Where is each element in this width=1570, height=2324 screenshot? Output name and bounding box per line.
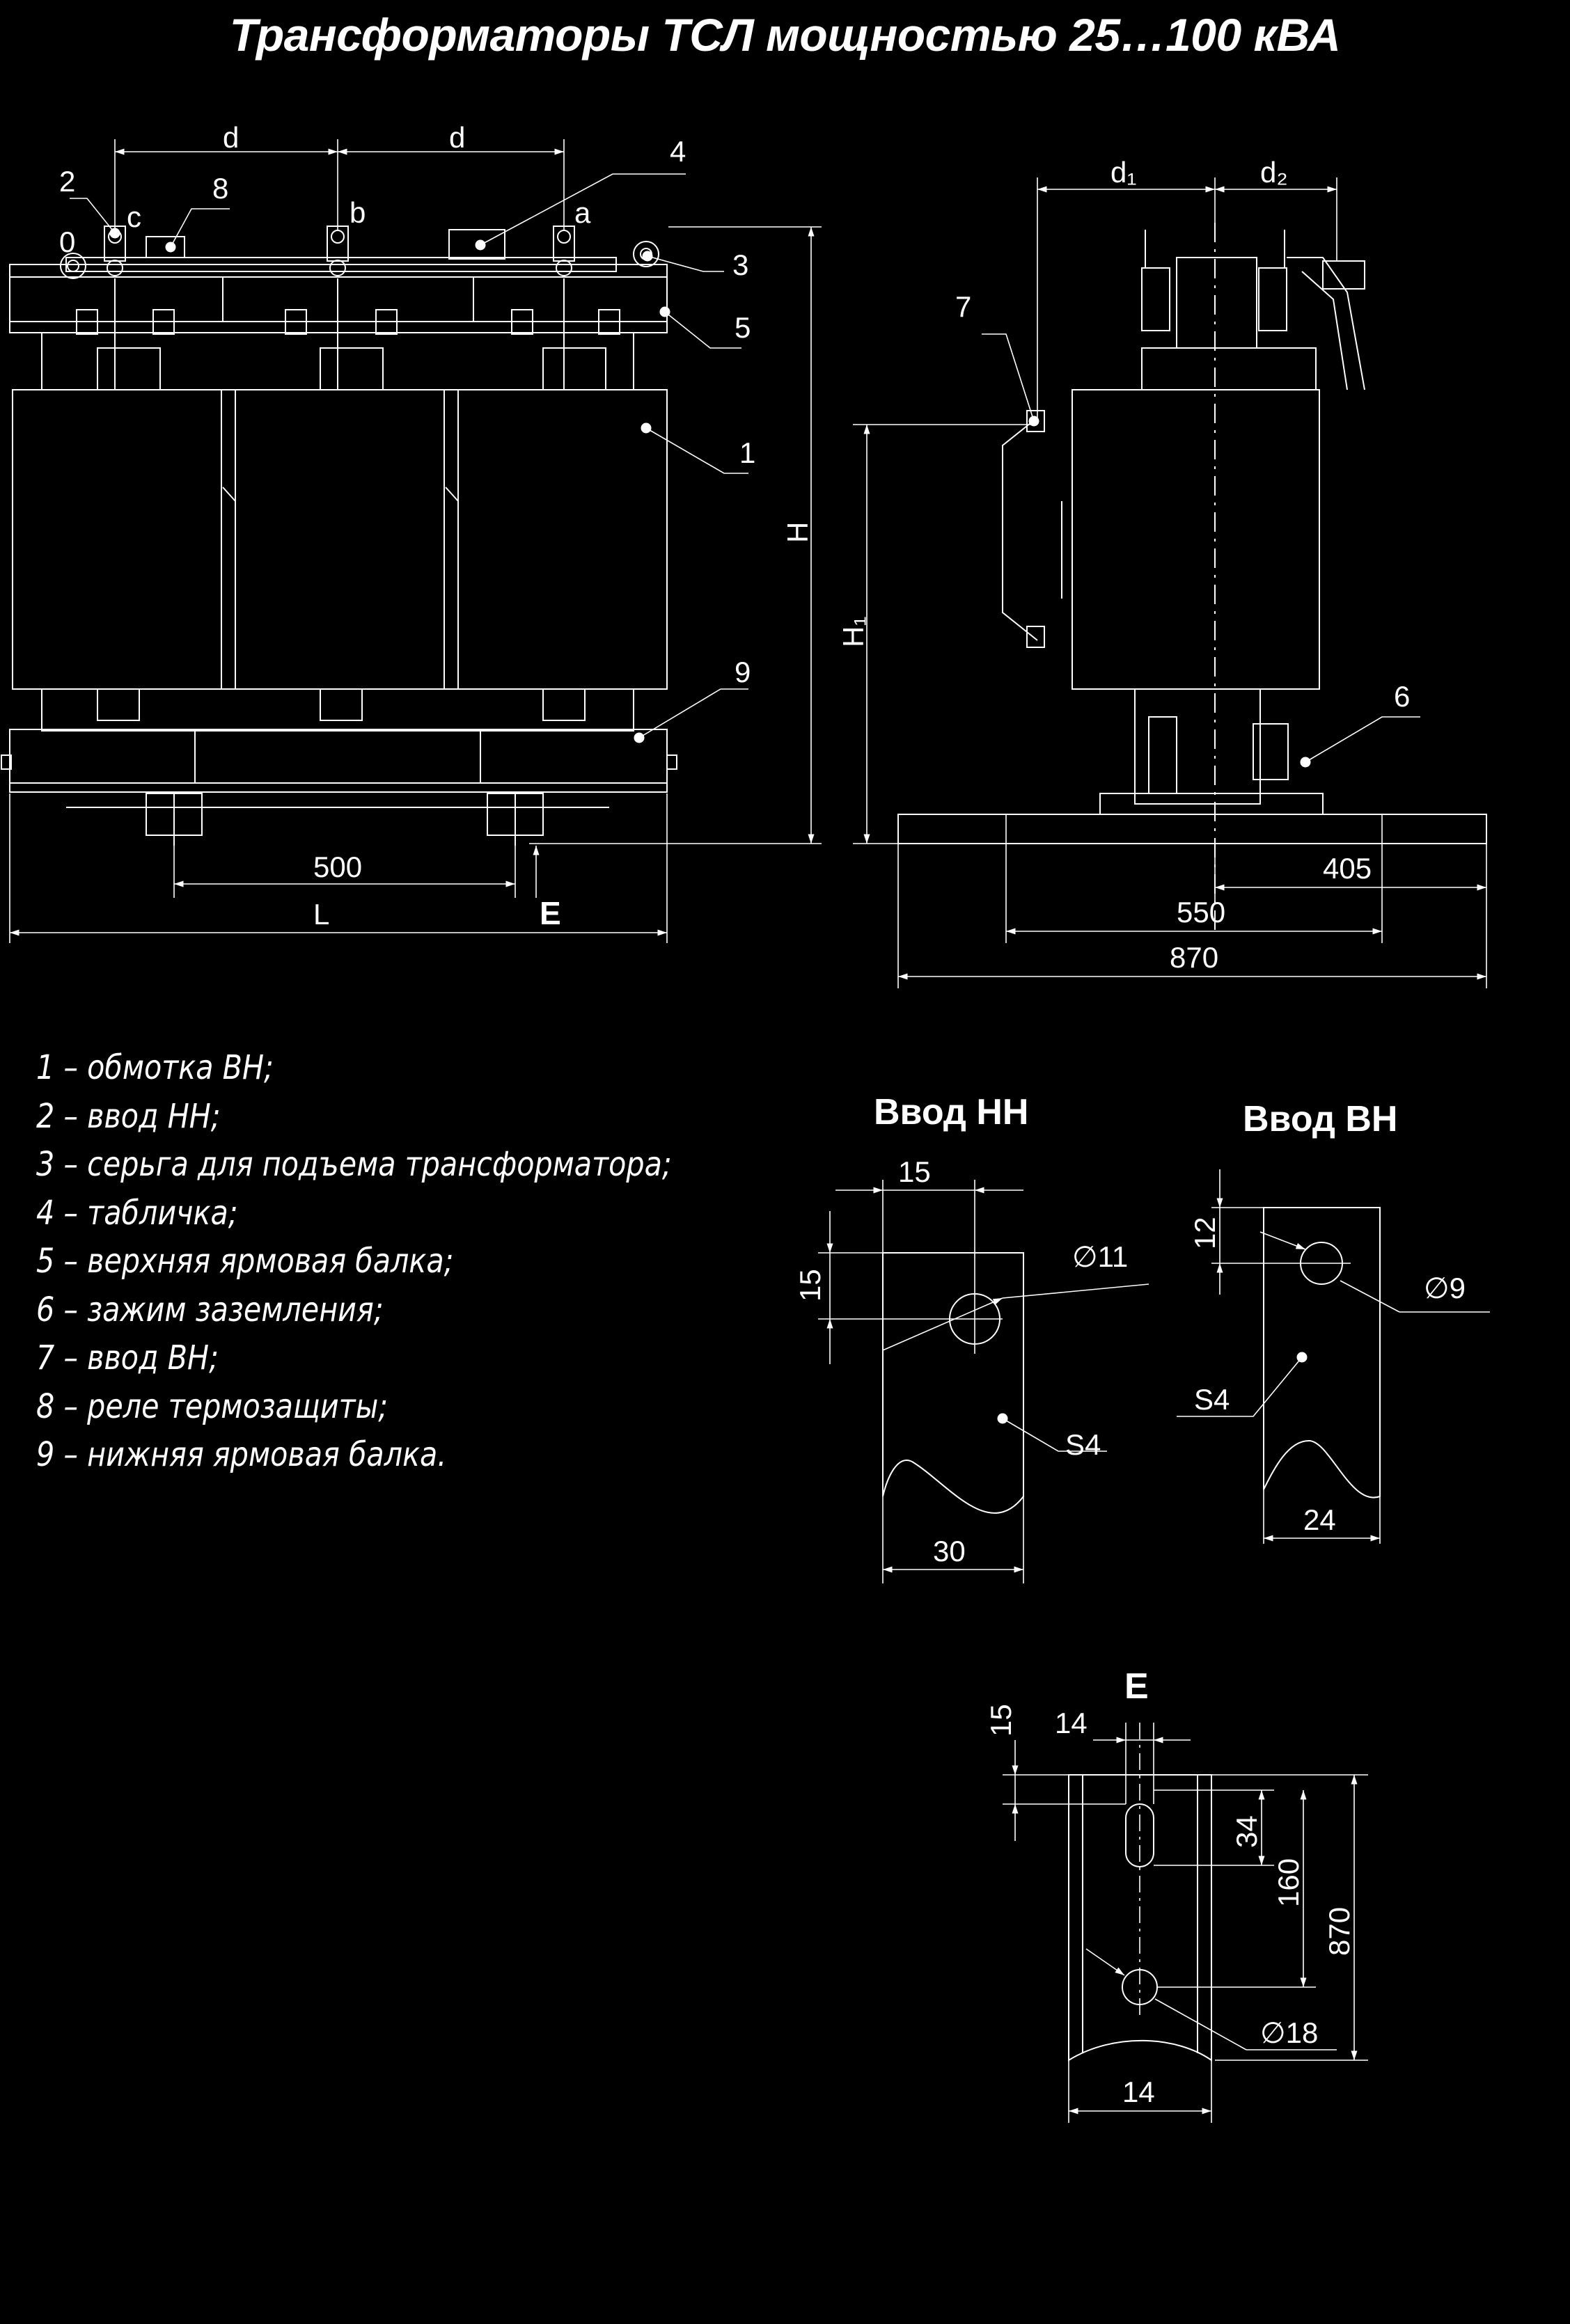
- phase-label-a: a: [574, 196, 591, 229]
- legend-item: 7 – ввод ВН;: [36, 1338, 219, 1377]
- dim-d1: d₁: [1110, 156, 1137, 189]
- vn-hole-dia: ∅9: [1424, 1272, 1466, 1304]
- phase-label-c: c: [127, 200, 141, 233]
- callout-3: 3: [732, 248, 748, 281]
- detail-nn: [882, 1252, 1024, 1514]
- nn-dim-15-x: 15: [898, 1155, 931, 1188]
- dim-H: H: [781, 522, 814, 543]
- callout-2: 2: [59, 165, 75, 198]
- vn-thickness: S4: [1194, 1383, 1230, 1416]
- nn-dim-15-y: 15: [794, 1269, 826, 1302]
- legend-item: 6 – зажим заземления;: [36, 1290, 384, 1329]
- callout-8: 8: [212, 172, 228, 205]
- e-dim-160: 160: [1272, 1858, 1305, 1907]
- callout-5: 5: [735, 311, 751, 344]
- callout-4: 4: [670, 135, 686, 168]
- dim-L: L: [313, 898, 329, 931]
- e-dim-15: 15: [984, 1704, 1017, 1737]
- dim-870: 870: [1170, 941, 1218, 974]
- legend-item: 3 – серьга для подъема трансформатора;: [36, 1145, 672, 1184]
- nn-thickness: S4: [1065, 1428, 1101, 1461]
- e-dim-34: 34: [1230, 1815, 1263, 1848]
- legend-item: 2 – ввод НН;: [36, 1096, 221, 1136]
- front-view: [1, 226, 677, 846]
- legend-item: 1 – обмотка ВН;: [36, 1048, 274, 1087]
- e-dim-14-bottom: 14: [1122, 2076, 1155, 2108]
- nn-hole-dia: ∅11: [1072, 1240, 1128, 1273]
- callout-7: 7: [955, 290, 971, 323]
- legend-list: 1 – обмотка ВН; 2 – ввод НН; 3 – серьга …: [36, 1044, 672, 1480]
- dim-550: 550: [1177, 896, 1225, 928]
- phase-label-0: 0: [59, 226, 75, 258]
- lv-terminals: [104, 226, 575, 390]
- detail-vn: [1263, 1207, 1381, 1499]
- phase-label-b: b: [350, 196, 366, 229]
- dim-500: 500: [313, 851, 362, 883]
- side-view: [897, 223, 1487, 933]
- callout-1: 1: [739, 436, 755, 469]
- detail-e-heading: Е: [1124, 1666, 1149, 1707]
- nn-width: 30: [933, 1535, 966, 1567]
- legend-item: 5 – верхняя ярмовая балка;: [36, 1242, 454, 1281]
- dim-H1: H₁: [837, 616, 870, 647]
- dim-d-left: d: [223, 121, 239, 154]
- e-dim-870: 870: [1323, 1907, 1356, 1956]
- dim-d2: d₂: [1260, 156, 1288, 189]
- dim-405: 405: [1323, 852, 1372, 885]
- legend-item: 9 – нижняя ярмовая балка.: [36, 1435, 447, 1474]
- callout-6: 6: [1394, 680, 1410, 713]
- detail-nn-heading: Ввод НН: [874, 1092, 1028, 1132]
- vn-dim-12: 12: [1188, 1217, 1221, 1249]
- vn-width: 24: [1303, 1503, 1336, 1536]
- legend-item: 4 – табличка;: [36, 1193, 238, 1233]
- e-hole-dia: ∅18: [1260, 2016, 1318, 2049]
- page-title: Трансформаторы ТСЛ мощностью 25…100 кВА: [229, 9, 1341, 61]
- dim-d-right: d: [449, 121, 465, 154]
- e-dim-14-top: 14: [1055, 1707, 1088, 1739]
- view-arrow-e-label: E: [540, 895, 561, 931]
- detail-vn-heading: Ввод ВН: [1243, 1099, 1397, 1139]
- callout-9: 9: [735, 656, 751, 688]
- legend-item: 8 – реле термозащиты;: [36, 1386, 388, 1426]
